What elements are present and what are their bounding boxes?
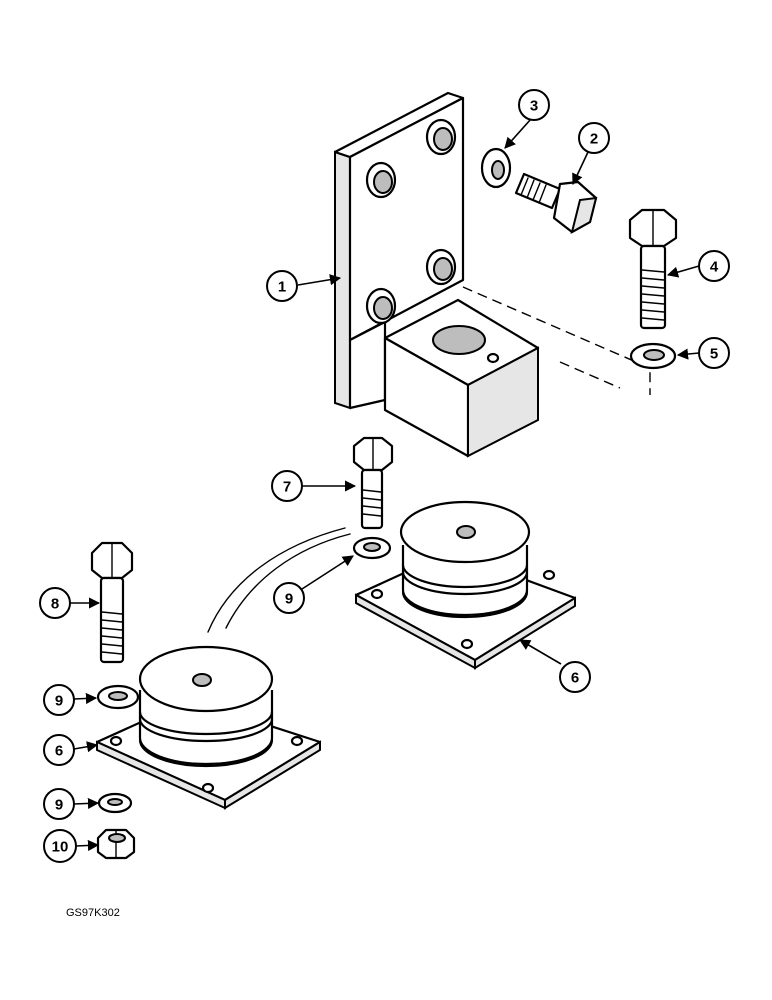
callout-label: 9 <box>55 693 63 710</box>
callout-1: 1 <box>266 270 298 302</box>
motion-line <box>225 533 351 629</box>
washer-3 <box>480 147 512 189</box>
callout-6-lower: 6 <box>43 734 75 766</box>
callout-label: 7 <box>283 479 291 496</box>
leader-10 <box>75 839 100 852</box>
callout-3: 3 <box>518 89 550 121</box>
mounting-bracket <box>333 91 540 458</box>
rubber-mount-upper <box>354 500 577 670</box>
callout-label: 2 <box>590 131 598 148</box>
leader-4 <box>666 265 700 278</box>
leader-9c <box>73 797 100 810</box>
nut-10 <box>96 828 136 860</box>
bolt-2 <box>514 172 598 234</box>
callout-label: 9 <box>55 797 63 814</box>
alignment-line <box>462 286 651 395</box>
callout-label: 5 <box>710 346 718 363</box>
callout-label: 4 <box>710 259 719 276</box>
washer-9-left <box>96 684 140 710</box>
leader-2 <box>572 151 589 186</box>
leader-3 <box>504 118 532 149</box>
callout-8: 8 <box>39 587 71 619</box>
leader-9b <box>73 692 98 705</box>
bracket-hole <box>365 287 397 325</box>
alignment-line <box>559 361 621 389</box>
callout-10: 10 <box>43 829 77 863</box>
leader-1 <box>297 274 342 286</box>
bolt-4 <box>628 208 678 330</box>
callout-9-left: 9 <box>43 684 75 716</box>
bracket-hole <box>425 118 457 156</box>
rubber-mount-lower <box>95 645 322 810</box>
callout-9-upper: 9 <box>273 582 305 614</box>
leader-5 <box>676 348 700 360</box>
callout-7: 7 <box>271 470 303 502</box>
bolt-7 <box>352 436 394 530</box>
washer-9-upper <box>352 536 392 560</box>
callout-9-bottom: 9 <box>43 788 75 820</box>
callout-label: 3 <box>530 98 538 115</box>
callout-label: 1 <box>278 279 286 296</box>
callout-label: 6 <box>55 743 63 760</box>
callout-2: 2 <box>578 122 610 154</box>
callout-label: 10 <box>52 839 69 856</box>
callout-5: 5 <box>698 337 730 369</box>
leader-6b <box>519 639 562 665</box>
callout-4: 4 <box>698 250 730 282</box>
leader-6a <box>73 741 99 753</box>
washer-9-bottom <box>97 792 133 814</box>
callout-label: 9 <box>285 591 293 608</box>
figure-reference: GS97K302 <box>66 907 120 919</box>
bolt-8 <box>90 541 134 664</box>
motion-line <box>207 527 346 633</box>
callout-6-upper: 6 <box>559 661 591 693</box>
callout-label: 8 <box>51 596 59 613</box>
bracket-hole <box>425 248 457 286</box>
washer-5 <box>629 342 677 370</box>
callout-label: 6 <box>571 670 579 687</box>
leader-9a <box>301 555 354 590</box>
bracket-hole <box>365 161 397 199</box>
